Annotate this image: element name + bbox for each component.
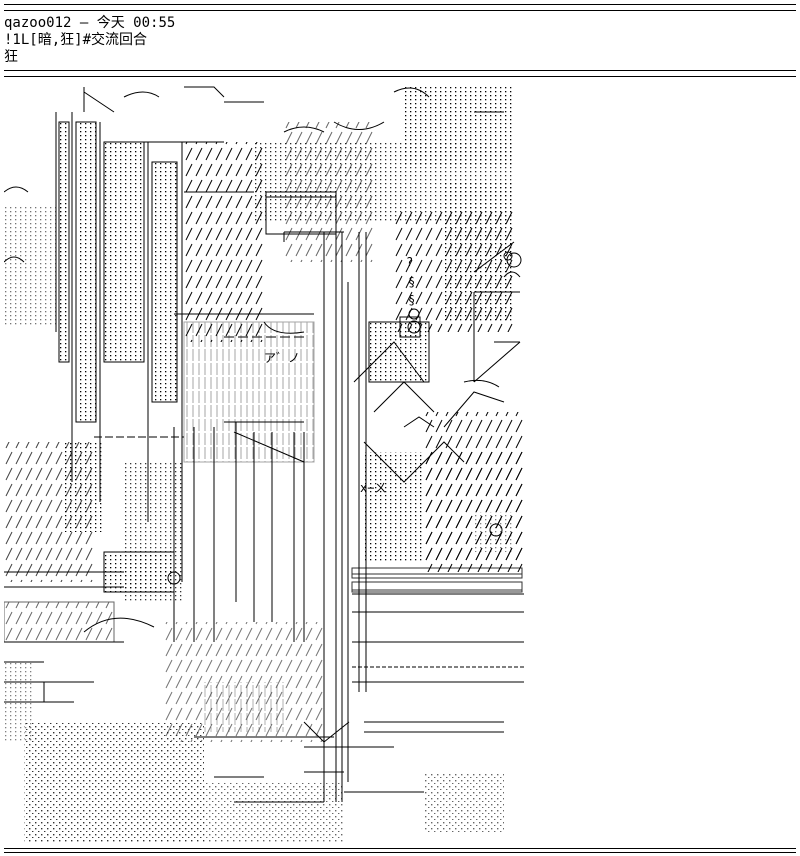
cloud-swirls xyxy=(4,86,504,263)
post-meta: qazoo012 — 今天 00:55 xyxy=(4,15,175,31)
alert-label: x−ㄨ xyxy=(360,481,386,495)
header-separator xyxy=(4,70,796,77)
kana-label: ア゛ノ xyxy=(264,351,300,365)
post-body: 狂 xyxy=(4,49,18,65)
ascii-art-canvas: ? § § ア゛ノ x−ㄨ xyxy=(4,86,524,842)
question-mark: ? xyxy=(406,255,413,269)
roof-dashes xyxy=(94,336,304,438)
ground-texture xyxy=(4,662,504,842)
ground-lines xyxy=(194,721,504,803)
roof-kanji-row xyxy=(351,567,524,683)
bottom-separator xyxy=(4,848,796,853)
meta-dash: — xyxy=(79,15,89,31)
post-time: 今天 00:55 xyxy=(96,15,176,31)
lower-left-houses xyxy=(4,551,181,703)
mid-facade xyxy=(173,313,315,642)
ascii-art-figure: ? § § ア゛ノ x−ㄨ xyxy=(4,82,796,844)
dragon-figure xyxy=(363,379,505,483)
left-facade-lattice xyxy=(4,207,184,602)
gate-labels: ? § § ア゛ノ x−ㄨ xyxy=(264,255,415,495)
section-sign-1: § xyxy=(408,275,415,289)
right-building xyxy=(353,232,522,692)
floating-circles xyxy=(408,251,513,537)
right-facade-lattice xyxy=(364,452,524,562)
section-sign-2: § xyxy=(408,293,415,307)
top-separator xyxy=(4,4,796,11)
author-name[interactable]: qazoo012 xyxy=(4,15,72,31)
post-title: !1L[暗,狂]#交流回合 xyxy=(4,32,148,48)
